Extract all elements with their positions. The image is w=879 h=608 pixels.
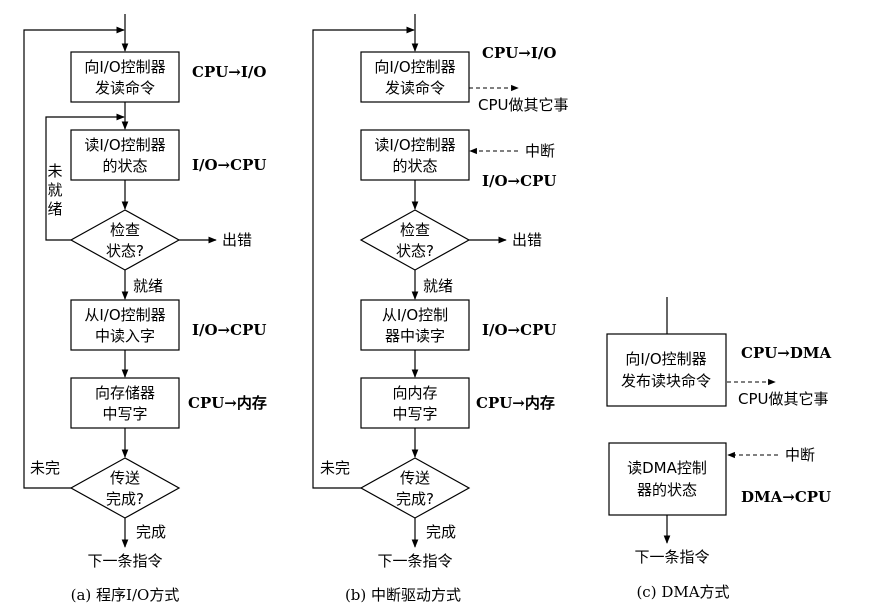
panel-c-side-dma-cpu: DMA→CPU bbox=[741, 488, 831, 506]
panel-b-diamond-check-status bbox=[359, 209, 471, 271]
panel-c-dma: 向I/O控制器 发布读块命令 CPU→DMA CPU做其它事 读DMA控制 器的… bbox=[606, 297, 831, 601]
panel-b-diamond2-line1: 传送 bbox=[400, 469, 430, 487]
panel-a-side-cpu-mem: CPU→内存 bbox=[188, 394, 267, 412]
panel-a-not-ready-2: 就 bbox=[47, 181, 62, 199]
panel-a-box-read-status bbox=[70, 129, 180, 181]
panel-b-side-io-cpu-2: I/O→CPU bbox=[482, 321, 556, 339]
panel-c-interrupt-label: 中断 bbox=[785, 446, 815, 464]
panel-b-not-done-label: 未完 bbox=[320, 459, 350, 477]
panel-a-diamond2-line1: 传送 bbox=[110, 469, 140, 487]
panel-b-cpu-other-work: CPU做其它事 bbox=[478, 96, 569, 114]
panel-b-box2-line1: 读I/O控制器 bbox=[374, 136, 455, 154]
panel-a-side-io-cpu-1: I/O→CPU bbox=[192, 156, 266, 174]
panel-c-box2-line1: 读DMA控制 bbox=[627, 459, 707, 477]
panel-b-diamond2-line2: 完成? bbox=[396, 490, 434, 508]
panel-b-diamond1-line2: 状态? bbox=[396, 242, 434, 260]
panel-a-box2-line1: 读I/O控制器 bbox=[84, 136, 165, 154]
panel-a-diamond1-line2: 状态? bbox=[106, 242, 144, 260]
panel-b-error-label: 出错 bbox=[512, 231, 542, 249]
panel-a-not-done-label: 未完 bbox=[30, 459, 60, 477]
panel-a-box-write-memory bbox=[70, 377, 180, 429]
panel-a-diamond-transfer-done bbox=[69, 457, 181, 519]
panel-c-box-send-block-read bbox=[606, 333, 727, 407]
panel-a-not-ready-1: 未 bbox=[47, 162, 62, 180]
panel-b-interrupt-label: 中断 bbox=[525, 142, 555, 160]
panel-b-box-read-status bbox=[360, 129, 470, 181]
panel-b-box-write-memory bbox=[360, 377, 470, 429]
panel-a-caption: (a) 程序I/O方式 bbox=[71, 586, 180, 604]
panel-c-box1-line2: 发布读块命令 bbox=[621, 372, 711, 390]
panel-a-error-label: 出错 bbox=[222, 231, 252, 249]
panel-a-box3-line1: 从I/O控制器 bbox=[84, 306, 165, 324]
panel-c-next-instruction: 下一条指令 bbox=[634, 548, 709, 566]
panel-a-programmed-io: 向I/O控制器 发读命令 读I/O控制器 的状态 检查 状态? 出错 未 就 绪… bbox=[23, 14, 267, 604]
panel-a-box4-line2: 中写字 bbox=[102, 405, 147, 423]
panel-b-box3-line1: 从I/O控制 bbox=[382, 306, 448, 324]
panel-b-box2-line2: 的状态 bbox=[392, 157, 437, 175]
panel-a-box1-line2: 发读命令 bbox=[95, 79, 155, 97]
panel-b-diamond1-line1: 检查 bbox=[400, 221, 430, 239]
panel-b-box1-line1: 向I/O控制器 bbox=[374, 58, 455, 76]
panel-b-box4-line2: 中写字 bbox=[392, 405, 437, 423]
panel-a-next-instruction: 下一条指令 bbox=[87, 552, 162, 570]
panel-c-box2-line2: 器的状态 bbox=[637, 481, 697, 499]
panel-b-box1-line2: 发读命令 bbox=[385, 79, 445, 97]
panel-a-box-read-word bbox=[70, 299, 180, 351]
panel-a-diamond1-line1: 检查 bbox=[110, 221, 140, 239]
panel-a-not-ready-3: 绪 bbox=[47, 200, 62, 218]
panel-b-box4-line1: 向内存 bbox=[392, 384, 437, 402]
panel-a-box4-line1: 向存储器 bbox=[95, 384, 155, 402]
panel-a-diamond-check-status bbox=[69, 209, 181, 271]
panel-b-interrupt-driven: 向I/O控制器 发读命令 CPU→I/O CPU做其它事 读I/O控制器 的状态… bbox=[312, 14, 569, 604]
panel-a-side-cpu-io: CPU→I/O bbox=[192, 63, 266, 81]
panel-b-caption: (b) 中断驱动方式 bbox=[345, 586, 461, 604]
panel-a-ready-label: 就绪 bbox=[133, 277, 163, 295]
panel-b-ready-label: 就绪 bbox=[423, 277, 453, 295]
panel-b-diamond-transfer-done bbox=[359, 457, 471, 519]
panel-c-side-cpu-dma: CPU→DMA bbox=[741, 344, 831, 362]
panel-a-box3-line2: 中读入字 bbox=[95, 327, 155, 345]
panel-a-box1-line1: 向I/O控制器 bbox=[84, 58, 165, 76]
panel-c-caption: (c) DMA方式 bbox=[636, 583, 729, 601]
panel-b-box-read-word bbox=[360, 299, 470, 351]
panel-b-next-instruction: 下一条指令 bbox=[377, 552, 452, 570]
panel-b-side-cpu-mem: CPU→内存 bbox=[476, 394, 555, 412]
panel-b-side-io-cpu-1: I/O→CPU bbox=[482, 172, 556, 190]
panel-b-box-send-read-command bbox=[360, 51, 470, 103]
panel-a-diamond2-line2: 完成? bbox=[106, 490, 144, 508]
panel-b-side-cpu-io: CPU→I/O bbox=[482, 44, 556, 62]
panel-b-done-label: 完成 bbox=[426, 523, 456, 541]
panel-c-cpu-other-work: CPU做其它事 bbox=[738, 390, 829, 408]
panel-b-box3-line2: 器中读字 bbox=[385, 327, 445, 345]
panel-c-box-read-dma-status bbox=[608, 442, 727, 516]
panel-c-box1-line1: 向I/O控制器 bbox=[625, 350, 706, 368]
panel-a-done-label: 完成 bbox=[136, 523, 166, 541]
panel-a-side-io-cpu-2: I/O→CPU bbox=[192, 321, 266, 339]
panel-a-box2-line2: 的状态 bbox=[102, 157, 147, 175]
